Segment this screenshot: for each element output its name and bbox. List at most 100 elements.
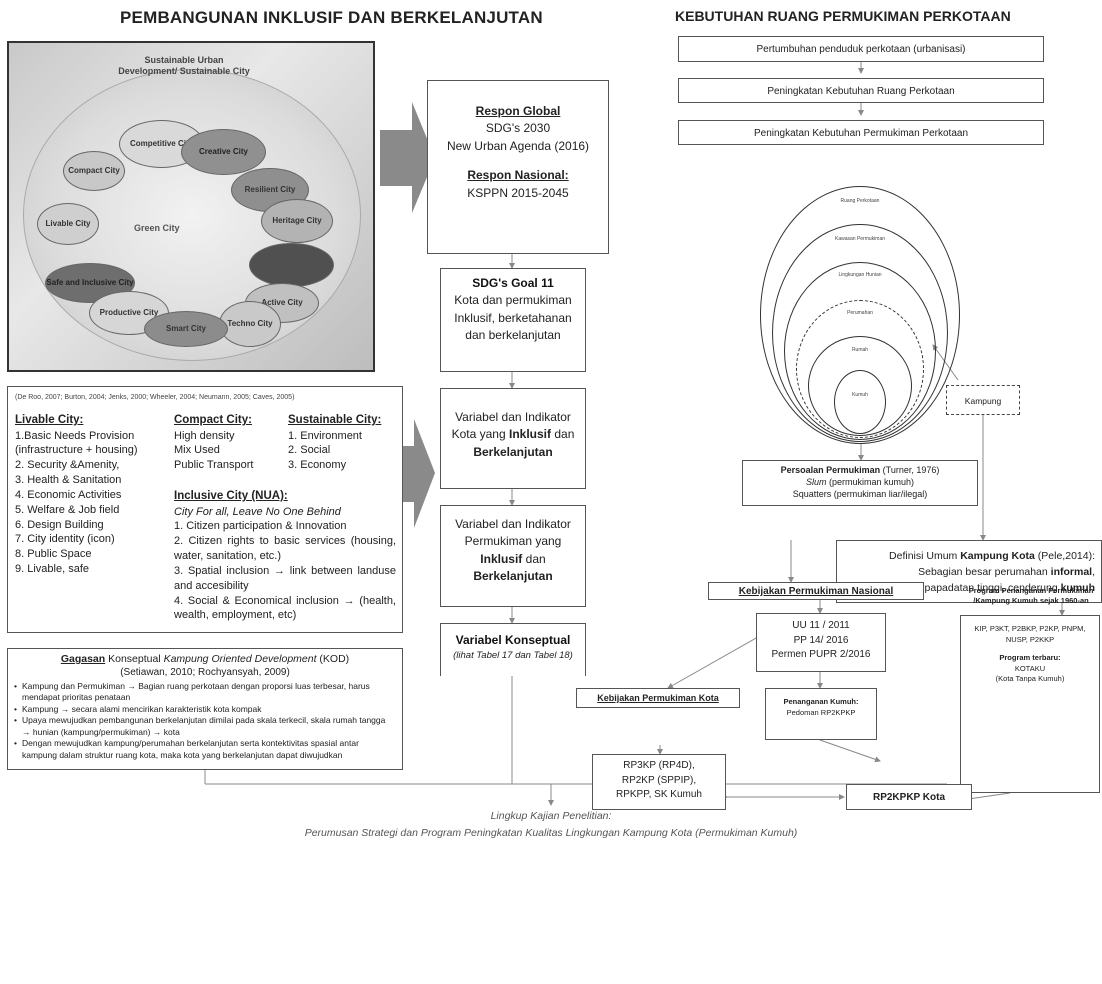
persoalan-box: Persoalan Permukiman (Turner, 1976) Slum… (742, 460, 978, 506)
sdg-goal-box: SDG's Goal 11 Kota dan permukiman Inklus… (440, 268, 586, 372)
step-ruang: Peningkatan Kebutuhan Ruang Perkotaan (678, 78, 1044, 103)
bottom-line-2: Perumusan Strategi dan Program Peningkat… (304, 827, 798, 839)
definisi-l3b: kumuh (1060, 581, 1095, 594)
national-line-1: KSPPN 2015-2045 (467, 185, 569, 200)
livable-1: 1.Basic Needs Provision (15, 429, 135, 442)
konseptual-heading: Variabel Konseptual (455, 633, 571, 647)
uu-3: Permen PUPR 2/2016 (771, 649, 871, 660)
circle-kawasan (772, 224, 948, 442)
green-city-label: Green City (134, 223, 180, 233)
uu-2: PP 14/ 2016 (793, 634, 849, 646)
livable-7: 6. Design Building (15, 518, 104, 531)
rp2kpkp-label: RP2KPKP Kota (872, 792, 946, 803)
kebijakan-nasional-box: Kebijakan Permukiman Nasional (708, 582, 924, 600)
step-urbanisasi: Pertumbuhan penduduk perkotaan (urbanisa… (678, 36, 1044, 62)
city-techno: Techno City (219, 301, 281, 347)
compact-2: Mix Used (174, 444, 220, 457)
kebijakan-kota-box: Kebijakan Permukiman Kota (576, 688, 740, 708)
persoalan-slum: Slum (805, 477, 827, 488)
kod-box-border: Gagasan Konseptual Kampung Oriented Deve… (7, 648, 403, 770)
kebijakan-kota-label: Kebijakan Permukiman Kota (597, 693, 719, 703)
variabel-permukiman-text: Variabel dan Indikator Permukiman yang (455, 517, 571, 549)
sustainable-1: 1. Environment (288, 429, 362, 442)
compact-col: Compact City: High density Mix Used Publ… (174, 413, 284, 473)
livable-2: (infrastructure + housing) (15, 444, 138, 457)
circle-ruang (760, 186, 960, 444)
kod-bullet-4: Dengan mewujudkan kampung/perumahan berk… (14, 738, 396, 761)
sustainable-heading: Sustainable City: (288, 414, 382, 426)
label-rumah: Rumah (851, 347, 869, 353)
national-heading: Respon Nasional: (467, 168, 569, 183)
kod-refs: (Setiawan, 2010; Rochyansyah, 2009) (120, 667, 290, 678)
dan-label: dan (554, 427, 575, 442)
inklusif-label-2: Inklusif (480, 551, 523, 566)
label-perumahan: Perumahan (847, 310, 873, 316)
kod-bullet-2: Kampung → secara alami mencirikan karakt… (14, 704, 396, 716)
definisi-l3a: kepapadatan tinggi, cenderung (913, 581, 1058, 594)
rp3kp-2: RP2KP (SPPIP), (621, 774, 697, 786)
inclusive-3: 3. Spatial inclusion → link between land… (174, 564, 396, 592)
program-heading: Program Penanganan Permukiman /Kampung K… (968, 586, 1094, 605)
right-title: KEBUTUHAN RUANG PERMUKIMAN PERKOTAAN (675, 8, 1011, 24)
berkelanjutan-label-2: Berkelanjutan (473, 569, 553, 584)
circle-lingkungan (784, 262, 936, 440)
circle-perumahan (796, 300, 924, 438)
kod-bullet-1: Kampung dan Permukiman → Bagian ruang pe… (14, 681, 396, 704)
global-line-1: SDG's 2030 (485, 121, 551, 136)
uu-box: UU 11 / 2011 PP 14/ 2016 Permen PUPR 2/2… (756, 613, 886, 672)
livable-8: 7. City identity (icon) (15, 533, 115, 546)
definisi-l2a: Sebagian besar perumahan (918, 565, 1048, 578)
inclusive-col: Inclusive City (NUA): City For all, Leav… (174, 489, 396, 623)
variabel-kota-text: Variabel dan Indikator Kota yang (451, 410, 571, 442)
sustainable-2: 2. Social (288, 444, 331, 457)
definisi-b: Kampung Kota (960, 550, 1035, 562)
label-kawasan: Kawasan Permukiman (834, 236, 886, 242)
theory-box-border: (De Roo, 2007; Burton, 2004; Jenks, 2000… (7, 386, 403, 633)
sdg-goal-text: Kota dan permukiman Inklusif, berketahan… (454, 293, 572, 343)
persoalan-heading: Persoalan Permukiman (780, 465, 881, 475)
sdg-goal-heading: SDG's Goal 11 (472, 276, 554, 290)
city-heritage: Heritage City (261, 199, 333, 243)
compact-heading: Compact City: (174, 414, 252, 426)
label-lingkungan: Lingkungan Hunian (838, 272, 882, 278)
definisi-c: (Pele,2014): (1037, 550, 1095, 562)
theory-refs: (De Roo, 2007; Burton, 2004; Jenks, 2000… (15, 394, 295, 401)
livable-10: 9. Livable, safe (15, 563, 89, 576)
circle-kumuh (834, 370, 886, 434)
livable-9: 8. Public Space (15, 548, 92, 561)
label-kumuh: Kumuh (852, 392, 868, 398)
city-smart: Smart City (144, 311, 228, 347)
persoalan-slum-desc: (permukiman kumuh) (829, 477, 915, 488)
konseptual-sub: (lihat Tabel 17 dan Tabel 18) (453, 650, 573, 662)
definisi-l2b: informal (1050, 565, 1093, 578)
persoalan-squatters: Squatters (permukiman liar/ilegal) (792, 489, 928, 500)
variabel-kota-box: Variabel dan Indikator Kota yang Inklusi… (440, 388, 586, 489)
rp3kp-3: RPKPP, SK Kumuh (616, 789, 702, 800)
berkelanjutan-label: Berkelanjutan (473, 444, 553, 459)
city-creative: Creative City (181, 129, 266, 175)
inclusive-1: 1. Citizen participation & Innovation (174, 520, 347, 533)
compact-1: High density (174, 429, 235, 442)
label-ruang: Ruang Perkotaan (840, 198, 880, 204)
kod-head-d: (KOD) (319, 653, 350, 665)
program-list-box: KIP, P3KT, P2BKP, P2KP, PNPM, NUSP, P2KK… (960, 615, 1100, 793)
rp2kpkp-box: RP2KPKP Kota (846, 784, 972, 810)
rp3kp-1: RP3KP (RP4D), (623, 760, 695, 771)
livable-5: 4. Economic Activities (15, 488, 122, 501)
variabel-konseptual-box: Variabel Konseptual (lihat Tabel 17 dan … (440, 623, 586, 676)
inclusive-4: 4. Social & Economical inclusion → (heal… (174, 594, 396, 622)
kod-bullets: Kampung dan Permukiman → Bagian ruang pe… (14, 681, 396, 761)
penanganan-sub: Pedoman RP2KPKP (786, 707, 856, 717)
kebijakan-nasional-label: Kebijakan Permukiman Nasional (738, 586, 894, 597)
left-title: PEMBANGUNAN INKLUSIF DAN BERKELANJUTAN (120, 8, 543, 27)
definisi-a: Definisi Umum (889, 550, 958, 562)
kampung-box: Kampung (946, 385, 1020, 415)
response-box: Respon Global SDG's 2030 New Urban Agend… (427, 80, 609, 254)
penanganan-heading: Penanganan Kumuh: (783, 697, 859, 706)
variabel-permukiman-box: Variabel dan Indikator Permukiman yang I… (440, 505, 586, 607)
penanganan-box: Penanganan Kumuh: Pedoman RP2KPKP (765, 688, 877, 740)
compact-3: Public Transport (174, 459, 254, 472)
bottom-line-1: Lingkup Kajian Penelitian: (490, 810, 612, 822)
livable-6: 5. Welfare & Job field (15, 503, 120, 516)
kod-head-b: Konseptual (108, 653, 161, 665)
